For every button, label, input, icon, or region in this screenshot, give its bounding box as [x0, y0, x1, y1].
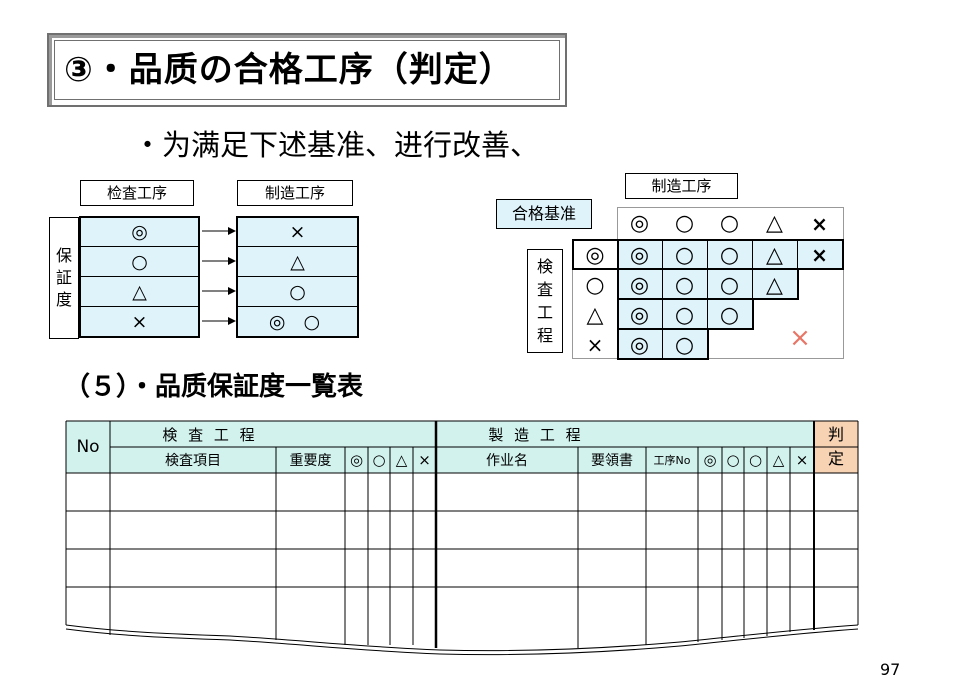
side-char: 証 — [55, 268, 72, 287]
header-mark: ○ — [719, 211, 740, 236]
inspect-mark: △ — [132, 280, 147, 303]
header-mark: △ — [766, 211, 783, 236]
group-make-process: 製 造 工 程 — [488, 425, 584, 444]
col-mark: ◎ — [349, 451, 364, 469]
col-mark: ◎ — [703, 451, 717, 469]
make-mark: △ — [290, 250, 305, 273]
col-work-name: 作业名 — [486, 453, 528, 469]
col-no: No — [76, 437, 100, 457]
make-mark: ○ — [289, 280, 306, 303]
side-char: 程 — [536, 326, 553, 345]
grid-mark: △ — [766, 272, 783, 298]
side-label-inspect: 検 査 工 程 — [527, 249, 563, 353]
label-inspect-process: 检査工序 — [80, 180, 194, 206]
grid-mark: ◎ — [629, 272, 650, 298]
side-char: 度 — [55, 290, 72, 309]
col-mark: ○ — [748, 451, 763, 469]
col-process-no: 工序No — [653, 454, 691, 467]
col-mark: ○ — [726, 451, 740, 469]
inspect-column — [79, 216, 200, 338]
label-make-process-right: 制造工序 — [625, 173, 738, 199]
grid-mark: ○ — [674, 302, 695, 328]
grid-mark: ◎ — [629, 332, 650, 358]
side-char: 保 — [55, 246, 72, 265]
row-mark: △ — [586, 302, 604, 328]
col-mark: × — [418, 451, 431, 469]
judge-char: 定 — [827, 449, 844, 468]
row-mark: ◎ — [585, 242, 605, 268]
group-inspect-process: 検 査 工 程 — [162, 425, 258, 444]
grid-mark: ◎ — [629, 242, 650, 268]
section5-title: （５）・品质保証度一覧表 — [64, 372, 364, 402]
grid-mark: ◎ — [629, 302, 650, 328]
col-importance: 重要度 — [289, 453, 332, 469]
grid-mark: ○ — [674, 332, 695, 358]
grid-line — [797, 239, 798, 270]
red-x-mark: × — [789, 323, 811, 353]
grid-mark: ○ — [719, 242, 740, 268]
grid-row-0 — [617, 239, 844, 270]
page-title: ③・品质の合格工序（判定） — [64, 50, 514, 90]
side-char: 検 — [536, 257, 553, 276]
header-mark: ◎ — [629, 211, 650, 236]
row-mark: × — [586, 333, 604, 357]
row-divider — [81, 306, 198, 307]
inspect-mark: ◎ — [131, 221, 148, 243]
grid-row-1 — [617, 270, 799, 300]
row-divider — [238, 306, 357, 307]
make-column — [236, 216, 359, 338]
inspect-mark: × — [131, 310, 148, 333]
title-box — [47, 33, 567, 107]
header-mark: ○ — [674, 211, 695, 236]
grid-line — [707, 239, 708, 330]
side-char: 査 — [536, 280, 553, 299]
side-label-guarantee: 保 証 度 — [49, 217, 79, 339]
grid-line — [617, 207, 844, 208]
grid-mark: ○ — [674, 242, 695, 268]
judge-char: 判 — [827, 425, 844, 444]
page-number: 97 — [880, 660, 901, 679]
make-mark: ◎ ○ — [268, 310, 327, 333]
row-divider — [81, 246, 198, 247]
grid-mark: △ — [766, 242, 783, 268]
col-mark: △ — [395, 451, 408, 469]
grid-mark: ○ — [719, 272, 740, 298]
row-divider — [81, 276, 198, 277]
row-mark: ○ — [585, 272, 605, 298]
col-inspect-item: 検査項目 — [165, 453, 221, 469]
side-char: 工 — [536, 303, 553, 322]
grid-row-2 — [617, 300, 754, 330]
subtitle: ・为满足下述基准、进行改善、 — [133, 128, 540, 162]
col-manual: 要領書 — [591, 453, 633, 469]
label-make-process: 制造工序 — [237, 180, 353, 206]
row-divider — [238, 276, 357, 277]
make-mark: × — [289, 221, 306, 243]
grid-line — [662, 239, 663, 360]
grid-line — [752, 239, 753, 300]
inspect-mark: ○ — [131, 250, 148, 273]
col-judge: 判 定 — [814, 421, 858, 473]
grid-mark: ○ — [719, 302, 740, 328]
header-mark: × — [811, 211, 828, 236]
grid-line — [572, 239, 573, 359]
row-divider — [238, 246, 357, 247]
col-mark: ○ — [372, 451, 386, 469]
grid-mark: × — [811, 243, 828, 267]
col-mark: × — [795, 451, 809, 469]
grid-row-3 — [617, 330, 709, 360]
col-mark: △ — [772, 451, 785, 469]
label-pass-standard: 合格基准 — [496, 199, 592, 229]
grid-mark: ○ — [674, 272, 695, 298]
arrows-graphic — [202, 227, 236, 325]
